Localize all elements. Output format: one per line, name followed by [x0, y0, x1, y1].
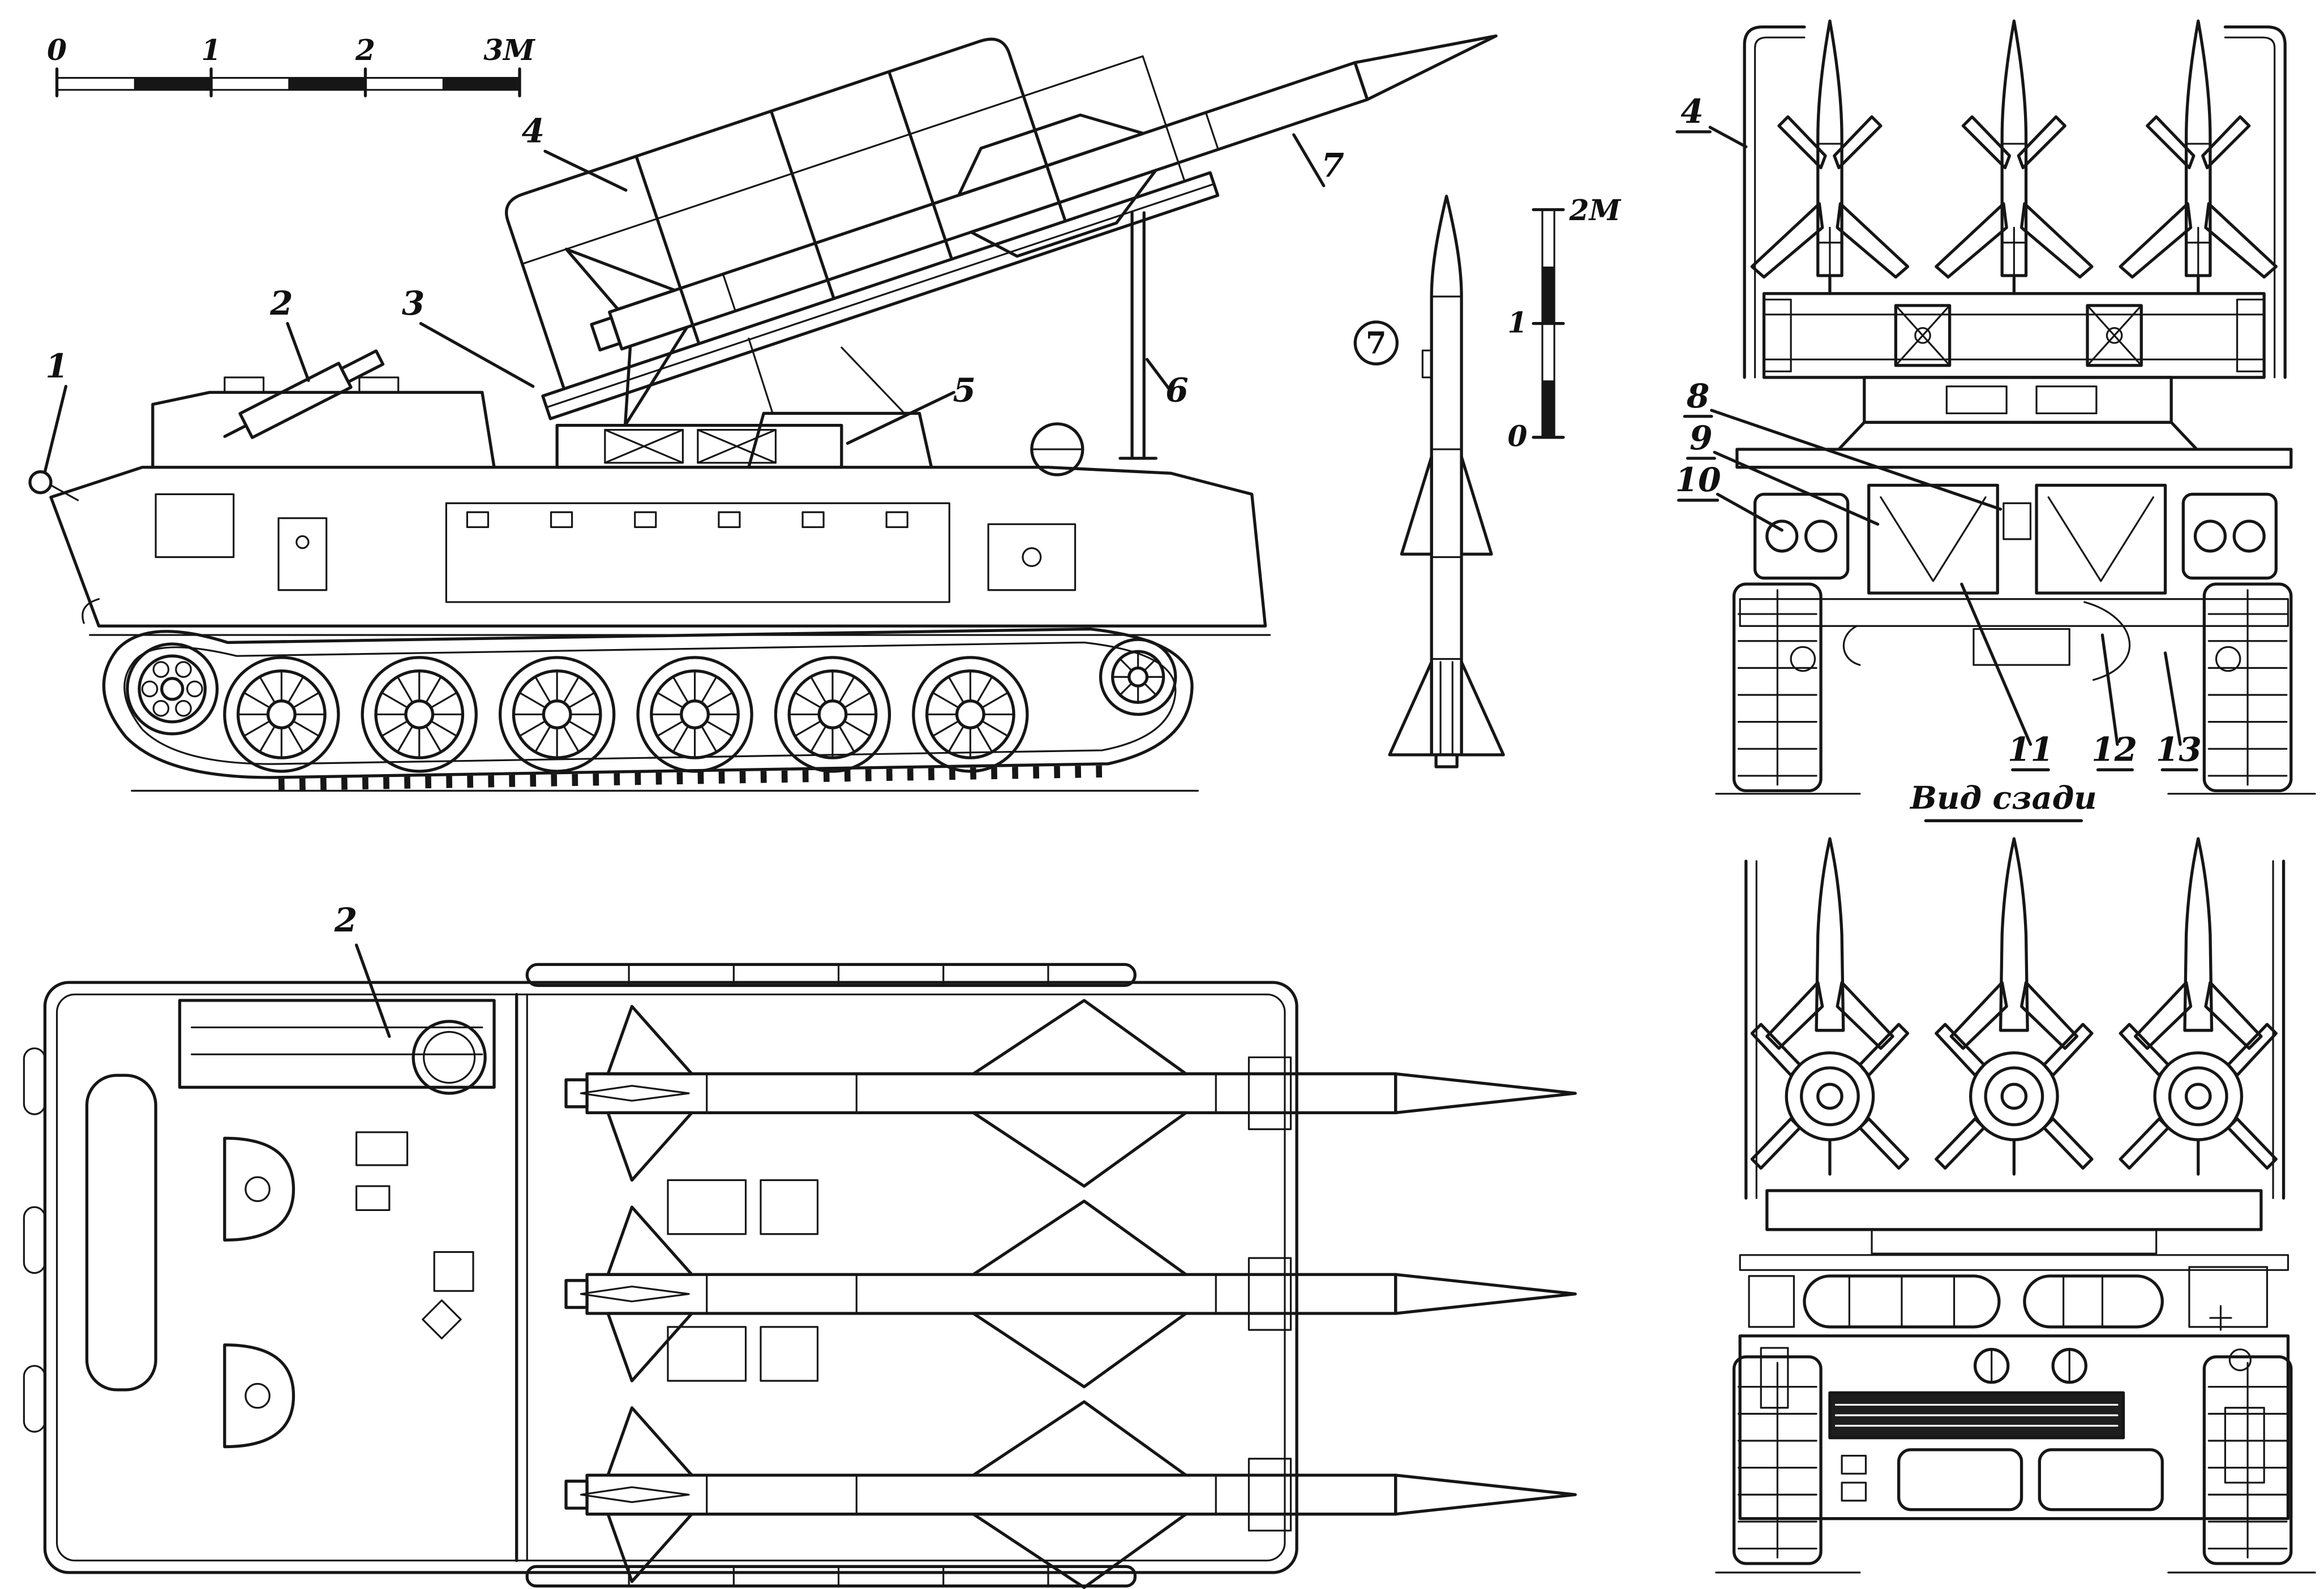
- turret-base: [1837, 376, 2198, 451]
- callout-10: 10: [1675, 460, 1721, 499]
- callout-3: 3: [402, 284, 425, 323]
- vertical-scale-bar: 2М 1 0: [1508, 194, 1622, 453]
- scale-tick-1: 1: [201, 33, 221, 67]
- gantry-rails-plan: [525, 963, 1137, 1588]
- missile-profile: [1388, 195, 1505, 768]
- hull-top: [1735, 448, 2293, 469]
- callout-2-top: 2: [334, 900, 357, 939]
- front-view-leaders: [1675, 126, 2198, 771]
- left-edge-pods: [23, 1047, 46, 1433]
- gantry-rail: [505, 37, 1067, 390]
- top-view: 2: [23, 900, 1575, 1588]
- front-panels: [1753, 483, 2278, 595]
- engine-deck: [85, 993, 528, 1562]
- vscale-label-2m: 2М: [1569, 194, 1622, 227]
- sight-mount: [223, 349, 385, 439]
- launcher-beam-rear: [1765, 1189, 2263, 1231]
- hull-plan: [43, 981, 1298, 1574]
- deck-grills-plan: [667, 1179, 819, 1382]
- launcher-assembly: [505, 34, 1498, 427]
- callout-6: 6: [1165, 370, 1188, 409]
- side-view-leaders: [43, 133, 1326, 474]
- missile-clamps: [1247, 1056, 1292, 1532]
- launcher-pedestal: [747, 411, 933, 469]
- missile-on-rail: [564, 34, 1498, 427]
- rear-view-caption: Вид сзади: [1909, 780, 2097, 817]
- hull-side-details: [82, 422, 1084, 624]
- callout-4-front: 4: [1680, 92, 1703, 131]
- callout-5: 5: [953, 370, 976, 409]
- stowage-tanks: [1748, 1266, 2269, 1329]
- vscale-label-1: 1: [1508, 306, 1528, 340]
- missile-badge-7: 7: [1366, 326, 1387, 361]
- badge-circle: [1353, 320, 1399, 366]
- scale-tick-0: 0: [47, 33, 67, 67]
- idler-wheel: [1099, 638, 1177, 716]
- side-view: 1 2 3 4 5 6 7: [28, 34, 1498, 792]
- hull-profile: [49, 466, 1267, 628]
- callout-8: 8: [1686, 376, 1709, 415]
- launcher-beam: [1762, 292, 2266, 379]
- rear-plate: [1738, 1305, 2290, 1521]
- top-view-leaders: [355, 943, 391, 1038]
- callout-4: 4: [522, 111, 544, 150]
- lower-hull: [1739, 598, 2289, 681]
- grill-panels: [604, 428, 777, 464]
- callout-13: 13: [2156, 729, 2202, 768]
- drive-sprocket: [126, 642, 219, 736]
- track-outline: [102, 627, 1194, 779]
- horizontal-scale-bar: 0 1 2 3М: [47, 33, 535, 98]
- crew-cab: [151, 390, 496, 469]
- launcher-support: [1118, 211, 1158, 460]
- callout-12: 12: [2091, 729, 2137, 768]
- vscale-label-0: 0: [1508, 420, 1528, 453]
- callout-7: 7: [1321, 145, 1344, 184]
- scale-tick-2: 2: [355, 33, 375, 67]
- scale-tick-3: 3М: [483, 33, 535, 67]
- headlight: [28, 470, 53, 495]
- front-view: 4 8 9 10 11 12 13: [1675, 21, 2316, 795]
- side-rails: [1743, 25, 2287, 379]
- callout-9: 9: [1690, 418, 1712, 457]
- callout-11: 11: [2008, 729, 2053, 768]
- missile-view: 7: [1353, 195, 1505, 768]
- callout-2: 2: [269, 284, 293, 323]
- callout-1: 1: [45, 346, 68, 385]
- rear-view: Вид сзади: [1715, 780, 2316, 1574]
- turret-box: [555, 423, 843, 469]
- side-rails-rear: [1744, 860, 2286, 1200]
